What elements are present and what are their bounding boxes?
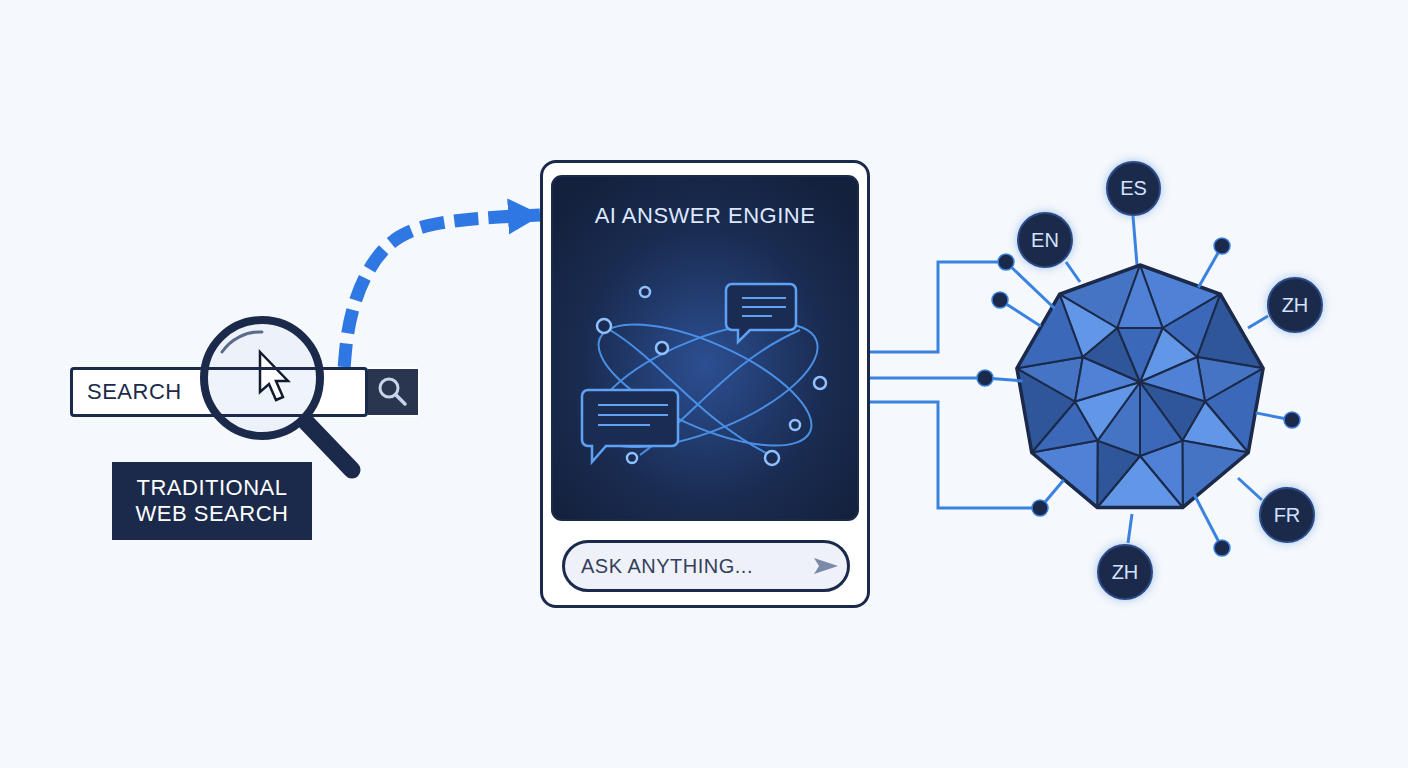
- node-dot: [1214, 540, 1230, 556]
- chat-bubble: [582, 390, 678, 462]
- cursor: [260, 352, 288, 400]
- facet: [1117, 265, 1162, 328]
- node-dot: [977, 238, 1300, 556]
- lens-highlight: [222, 332, 262, 352]
- device-frame: AI ANSWER ENGINE ASK ANYTHING...: [540, 160, 870, 608]
- label-box: TRADITIONAL WEB SEARCH: [112, 462, 312, 540]
- polyhedron-outline: [1017, 265, 1263, 507]
- device-fill: [540, 160, 870, 608]
- chat-bubble: [726, 284, 796, 342]
- wire: [870, 262, 1032, 508]
- node-dot: [1032, 500, 1048, 516]
- node-text: EN: [1031, 229, 1059, 252]
- language-circle: ES: [1106, 161, 1161, 216]
- node-text: FR: [1274, 504, 1301, 527]
- input-fill: [562, 540, 850, 592]
- search-icon-box: [368, 369, 418, 415]
- node-dot: [1284, 412, 1300, 428]
- language-circle: FR: [1259, 487, 1315, 543]
- spoke: [1194, 495, 1222, 548]
- search-icon-handle: [396, 395, 405, 404]
- dashed-arrow: [344, 215, 540, 367]
- spoke: [1006, 262, 1055, 308]
- magnifier-handle: [306, 422, 352, 470]
- node-text: TRADITIONAL WEB SEARCH: [122, 475, 302, 528]
- magnifier-lens: [204, 320, 320, 436]
- node-dot: [1214, 238, 1230, 254]
- input-bar: ASK ANYTHING...: [562, 540, 850, 592]
- facet: [1197, 294, 1263, 368]
- polyhedron: [1017, 265, 1263, 508]
- language-circle: ZH: [1267, 277, 1323, 333]
- node-text: SEARCH: [87, 379, 182, 405]
- node-dot: [977, 370, 993, 386]
- language-circle: ZH: [1097, 544, 1153, 600]
- search-bar: SEARCH: [70, 367, 368, 417]
- node-text: ES: [1120, 177, 1147, 200]
- node-dot: [998, 254, 1014, 270]
- facet: [1117, 328, 1162, 382]
- node-text: AI ANSWER ENGINE: [543, 203, 867, 229]
- node-dot: [992, 292, 1008, 308]
- node-text: ZH: [1282, 294, 1309, 317]
- node-text: ASK ANYTHING...: [581, 555, 753, 578]
- send-icon: [814, 558, 838, 574]
- node-text: ZH: [1112, 561, 1139, 584]
- facet: [1140, 382, 1182, 456]
- language-circle: EN: [1017, 212, 1073, 268]
